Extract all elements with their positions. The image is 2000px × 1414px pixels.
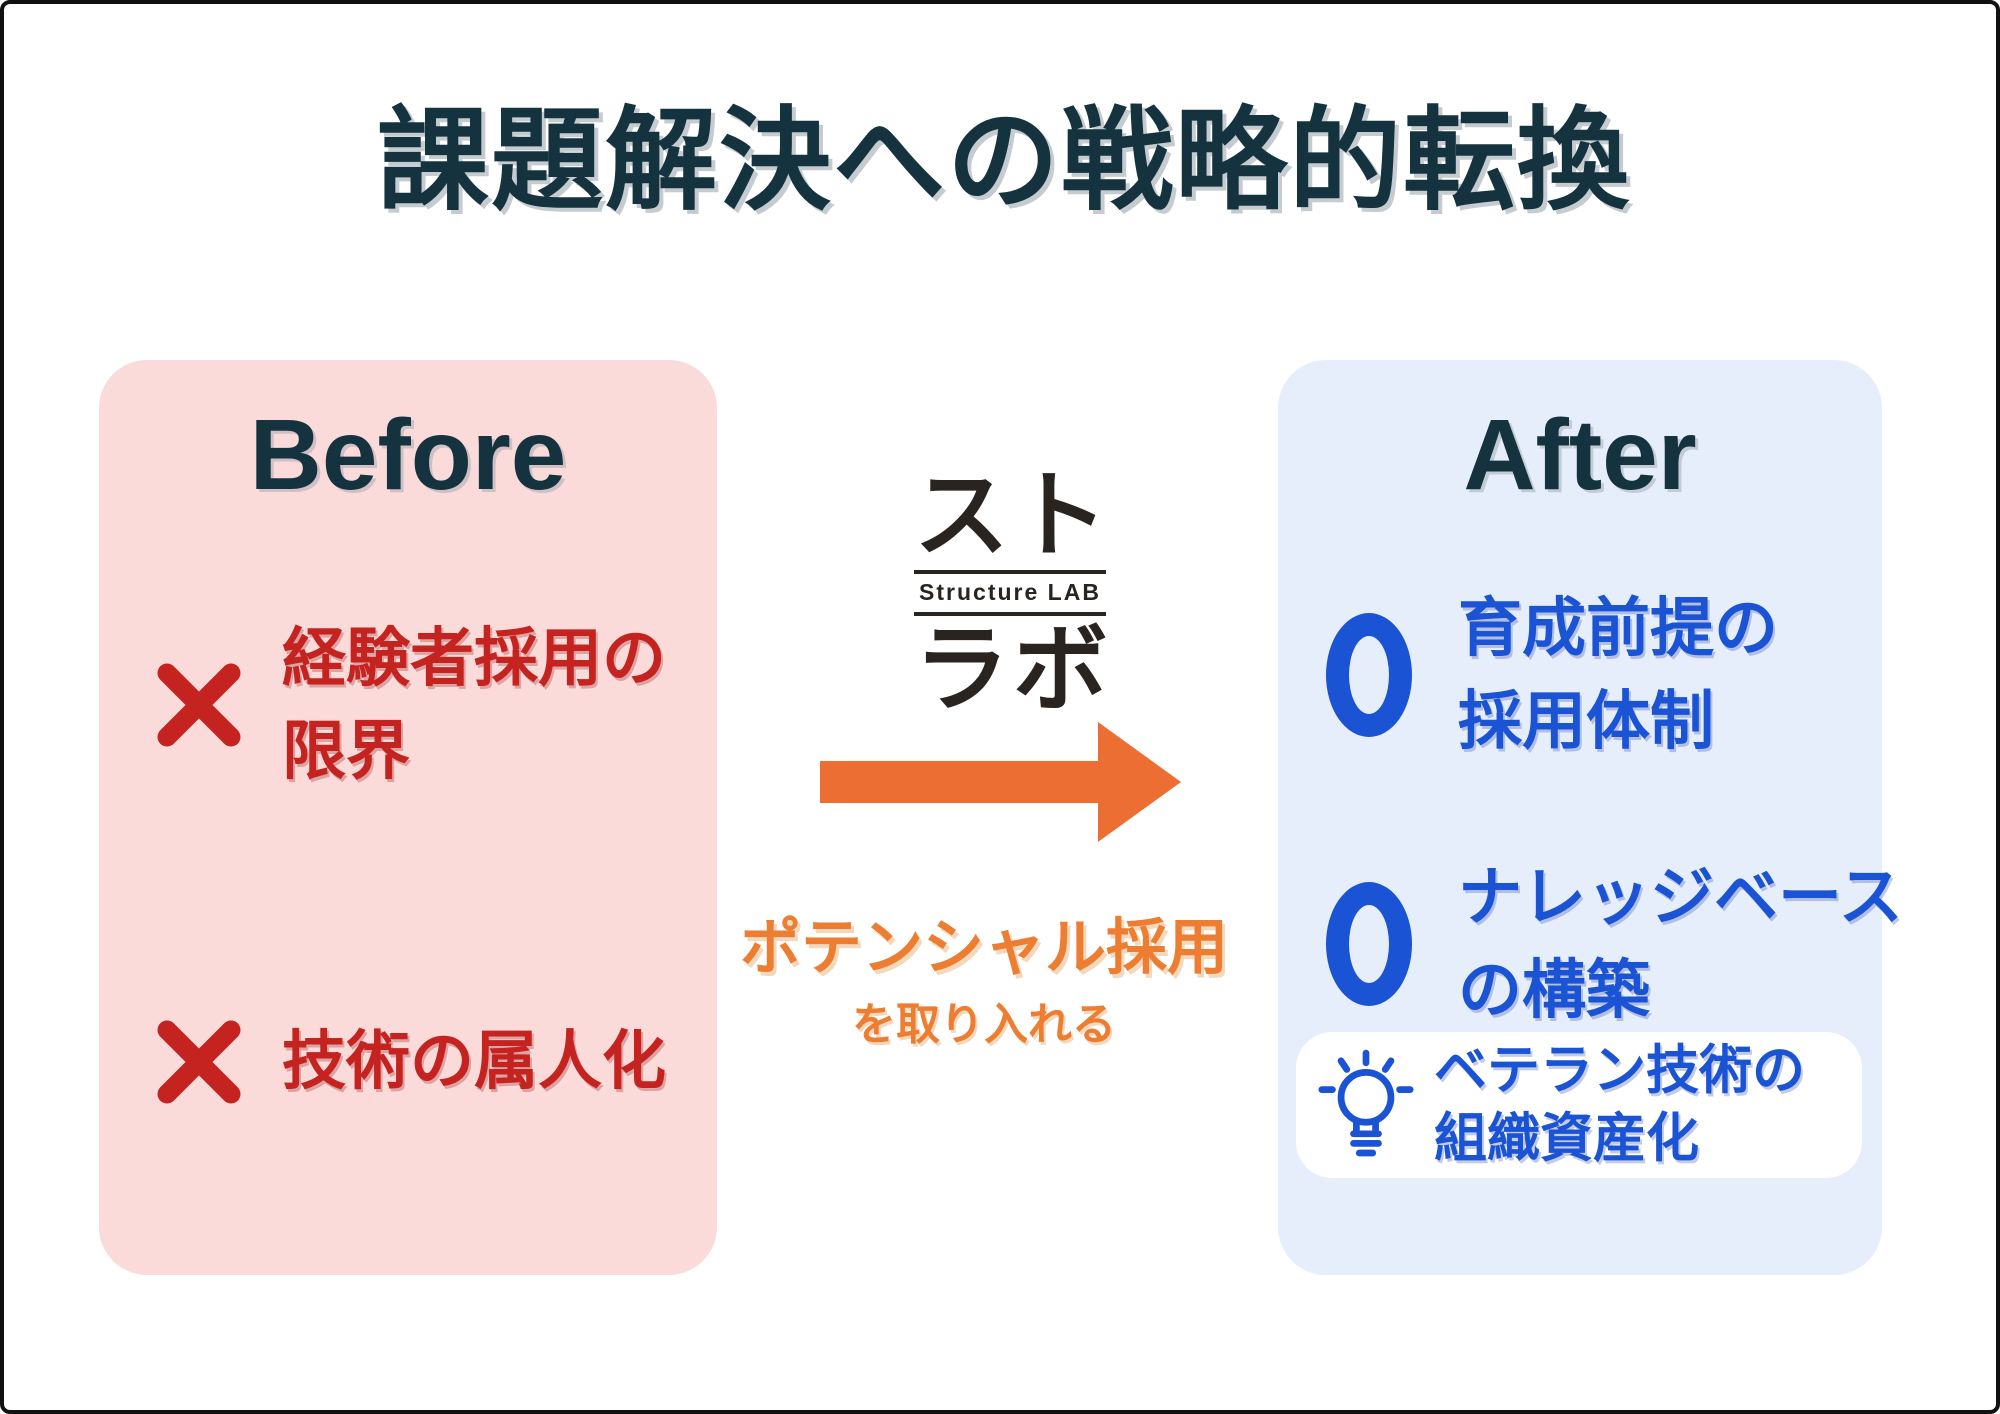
- before-panel: Before 経験者採用の 限界 技術の属人化: [99, 360, 717, 1275]
- after-highlight-label: ベテラン技術の 組織資産化: [1434, 1041, 1805, 1168]
- circle-icon: [1326, 882, 1412, 1006]
- circle-icon: [1326, 613, 1412, 737]
- before-item-label: 経験者採用の 限界: [282, 622, 666, 787]
- after-heading: After: [1463, 399, 1697, 511]
- structure-lab-logo: スト Structure LAB ラボ: [914, 463, 1113, 723]
- after-item-knowledge-base: ナレッジベース の構築: [1326, 851, 1903, 1037]
- logo-katakana-top: スト: [914, 463, 1113, 569]
- logo-divider: [914, 612, 1106, 616]
- highlight-box: ベテラン技術の 組織資産化: [1296, 1032, 1862, 1178]
- after-item-label: ナレッジベース の構築: [1458, 861, 1903, 1026]
- before-item-label: 技術の属人化: [282, 1025, 666, 1097]
- before-heading: Before: [249, 399, 567, 511]
- x-icon: [157, 1020, 241, 1103]
- logo-divider: [914, 570, 1106, 574]
- x-icon: [157, 663, 241, 747]
- after-item-label: 育成前提の 採用体制: [1458, 592, 1778, 757]
- after-item-training-based-hiring: 育成前提の 採用体制: [1326, 582, 1778, 768]
- arrow-label-sub: を取り入れる: [852, 1000, 1116, 1049]
- arrow-label-main: ポテンシャル採用: [739, 913, 1228, 981]
- after-panel: After 育成前提の 採用体制 ナレッジベース の構築: [1278, 360, 1903, 1275]
- lightbulb-icon: [1318, 1049, 1414, 1157]
- transition-arrow-icon: [820, 722, 1181, 842]
- before-item-experienced-hire-limit: 経験者採用の 限界: [154, 612, 666, 798]
- before-item-personalized-skills: 技術の属人化: [154, 1015, 666, 1108]
- logo-katakana-bottom: ラボ: [914, 617, 1113, 723]
- logo-wordmark: Structure LAB: [919, 579, 1101, 605]
- page-title: 課題解決への戦略的転換: [377, 98, 1631, 223]
